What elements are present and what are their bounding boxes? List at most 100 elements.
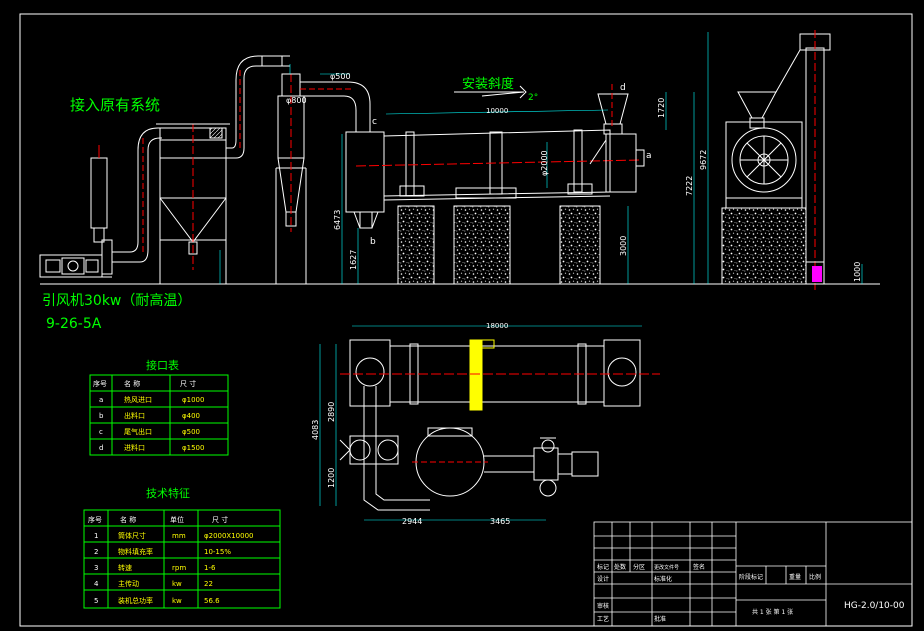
slope-angle-label: 2° bbox=[528, 93, 538, 103]
duct-fan-bag bbox=[112, 137, 162, 263]
tb-cell-4: 签名 bbox=[693, 563, 705, 571]
tech-r0-c2: mm bbox=[172, 532, 186, 540]
tech-r4-c3: 56.6 bbox=[204, 597, 220, 605]
tag-d: d bbox=[620, 83, 626, 93]
bucket-elevator bbox=[775, 30, 831, 290]
tech-r2-c0: 3 bbox=[94, 564, 98, 572]
port-r3-c2: φ1500 bbox=[182, 444, 204, 452]
port-r1-c1: 出料口 bbox=[124, 411, 145, 420]
tech-r4-c1: 装机总功率 bbox=[118, 596, 153, 605]
port-r3-c1: 进料口 bbox=[124, 443, 145, 452]
tech-r3-c2: kw bbox=[172, 580, 182, 588]
tech-r2-c3: 1-6 bbox=[204, 564, 216, 572]
tb-cell-7: 审核 bbox=[597, 602, 609, 610]
tb-cell-8: 工艺 bbox=[597, 615, 609, 623]
pier-2 bbox=[453, 205, 511, 285]
connect-existing-label: 接入原有系统 bbox=[70, 96, 160, 114]
fan-model-label: 9-26-5A bbox=[46, 316, 102, 332]
dim-w2944: 2944 bbox=[402, 517, 422, 526]
pier-1 bbox=[397, 205, 435, 285]
tb-cell-5: 设计 bbox=[597, 575, 609, 583]
title-block: 标记 处数 分区 更改文件号 签名 设计 标准化 审核 工艺 批准 阶段标记 重… bbox=[593, 521, 913, 627]
port-r2-c1: 尾气出口 bbox=[124, 427, 152, 436]
port-table-title: 接口表 bbox=[146, 358, 179, 372]
tb-sheet: 共 1 张 第 1 张 bbox=[752, 608, 793, 616]
bag-filter bbox=[156, 123, 230, 284]
tech-table: 技术特征 序号 名 称 单位 尺 寸 1 筒体尺寸 mm φ2000X10000… bbox=[83, 486, 281, 609]
port-r1-c0: b bbox=[99, 412, 104, 420]
elevation-dimensions bbox=[219, 32, 863, 284]
tech-r0-c3: φ2000X10000 bbox=[204, 532, 254, 540]
cyclone bbox=[275, 73, 307, 284]
port-th-2: 尺 寸 bbox=[180, 379, 196, 388]
tech-r3-c3: 22 bbox=[204, 580, 213, 588]
install-slope-label: 安装斜度 bbox=[462, 76, 514, 92]
port-r1-c2: φ400 bbox=[182, 412, 200, 420]
dim-len-top: 10000 bbox=[486, 107, 508, 115]
tech-th-1: 名 称 bbox=[120, 515, 136, 524]
port-r0-c2: φ1000 bbox=[182, 396, 204, 404]
elevation-view bbox=[39, 30, 880, 290]
tech-r0-c0: 1 bbox=[94, 532, 98, 540]
dryer-tail-box bbox=[345, 131, 385, 213]
plan-gear-ring bbox=[469, 339, 483, 411]
dim-h1627: 1627 bbox=[349, 250, 358, 270]
tech-r2-c2: rpm bbox=[172, 564, 186, 572]
tech-th-2: 单位 bbox=[170, 515, 184, 524]
tag-c: c bbox=[372, 117, 377, 127]
slope-indicator bbox=[454, 85, 527, 99]
dim-h4083: 4083 bbox=[311, 420, 320, 440]
port-r0-c0: a bbox=[99, 396, 103, 404]
port-th-1: 名 称 bbox=[124, 379, 140, 388]
dim-h7222: 7222 bbox=[685, 176, 694, 196]
dim-d2000: φ2000 bbox=[540, 150, 549, 176]
plan-view bbox=[339, 339, 660, 511]
tb-cell-0: 标记 bbox=[597, 563, 609, 571]
tech-r3-c1: 主传动 bbox=[118, 579, 139, 588]
tag-a: a bbox=[646, 151, 652, 161]
tech-r0-c1: 筒体尺寸 bbox=[118, 531, 146, 540]
crusher bbox=[725, 91, 803, 209]
tb-cell-11: 重量 bbox=[789, 573, 801, 581]
port-table: 接口表 序号 名 称 尺 寸 a 热风进口 φ1000 b 出料口 φ400 c… bbox=[89, 358, 229, 456]
rotary-drum bbox=[355, 129, 641, 201]
tech-th-3: 尺 寸 bbox=[212, 515, 228, 524]
tech-r2-c1: 转速 bbox=[118, 563, 132, 572]
dim-h1200: 1200 bbox=[327, 468, 336, 488]
tech-r3-c0: 4 bbox=[94, 580, 99, 588]
port-r3-c0: d bbox=[99, 444, 103, 452]
pier-3 bbox=[559, 205, 601, 285]
drawing-number: HG-2.0/10-00 bbox=[844, 601, 905, 611]
dim-d800: φ800 bbox=[286, 96, 307, 105]
port-r2-c0: c bbox=[99, 428, 103, 436]
dim-h1000: 1000 bbox=[853, 262, 862, 282]
dim-w3465: 3465 bbox=[490, 517, 510, 526]
tech-r1-c0: 2 bbox=[94, 548, 98, 556]
tb-cell-6: 标准化 bbox=[654, 575, 672, 583]
drawing-border bbox=[19, 13, 913, 627]
feed-hopper bbox=[597, 93, 629, 125]
tb-cell-1: 处数 bbox=[614, 563, 626, 571]
dim-d500: φ500 bbox=[330, 72, 351, 81]
tech-r1-c3: 10-15% bbox=[204, 548, 231, 556]
plan-dimensions bbox=[319, 325, 642, 521]
tb-cell-12: 比例 bbox=[809, 573, 821, 581]
tech-table-title: 技术特征 bbox=[146, 486, 190, 500]
dim-h3000: 3000 bbox=[619, 236, 628, 256]
port-r2-c2: φ500 bbox=[182, 428, 200, 436]
induced-fan bbox=[39, 239, 113, 278]
fan-spec-label: 引风机30kw（耐高温） bbox=[42, 292, 191, 309]
port-th-0: 序号 bbox=[93, 379, 107, 388]
tb-cell-10: 阶段标记 bbox=[739, 573, 763, 581]
tb-cell-9: 批准 bbox=[654, 615, 666, 623]
tech-r1-c1: 物料填充率 bbox=[118, 547, 153, 556]
tech-r4-c2: kw bbox=[172, 597, 182, 605]
dim-h6473: 6473 bbox=[333, 210, 342, 230]
pier-4 bbox=[721, 207, 807, 285]
tech-r4-c0: 5 bbox=[94, 597, 98, 605]
plan-drive-unit bbox=[533, 437, 599, 497]
elevator-base-marker bbox=[812, 266, 822, 282]
tag-b: b bbox=[370, 237, 376, 247]
dim-h9672: 9672 bbox=[699, 150, 708, 170]
